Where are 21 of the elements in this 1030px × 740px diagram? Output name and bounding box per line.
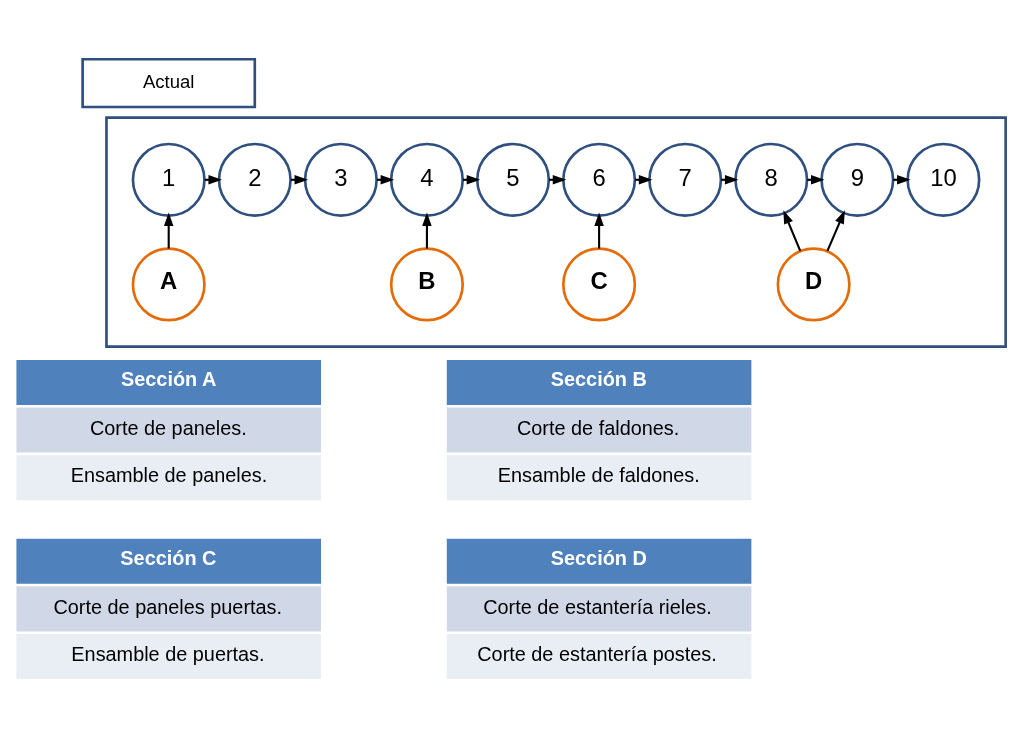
node-circle: 8 — [734, 142, 809, 217]
node-circle: C — [562, 246, 637, 321]
arrow — [826, 209, 845, 251]
node-circle: 1 — [131, 142, 206, 217]
node-circle: 9 — [820, 142, 895, 217]
node-box: Actual — [81, 57, 257, 108]
node-circle: 4 — [389, 142, 464, 217]
node-circle: D — [776, 246, 851, 321]
arrow — [163, 211, 174, 249]
node-circle: 2 — [217, 142, 292, 217]
node-circle: 10 — [906, 142, 981, 217]
node-circle: A — [131, 246, 206, 321]
node-circle: 5 — [475, 142, 551, 217]
node-circle: 6 — [562, 142, 637, 217]
node-circle: 7 — [648, 142, 723, 217]
arrow — [594, 211, 604, 249]
arrow — [422, 211, 432, 249]
arrow — [783, 209, 802, 251]
node-circle: B — [389, 246, 464, 321]
cluster — [105, 115, 1007, 348]
node-circle: 3 — [303, 142, 378, 217]
